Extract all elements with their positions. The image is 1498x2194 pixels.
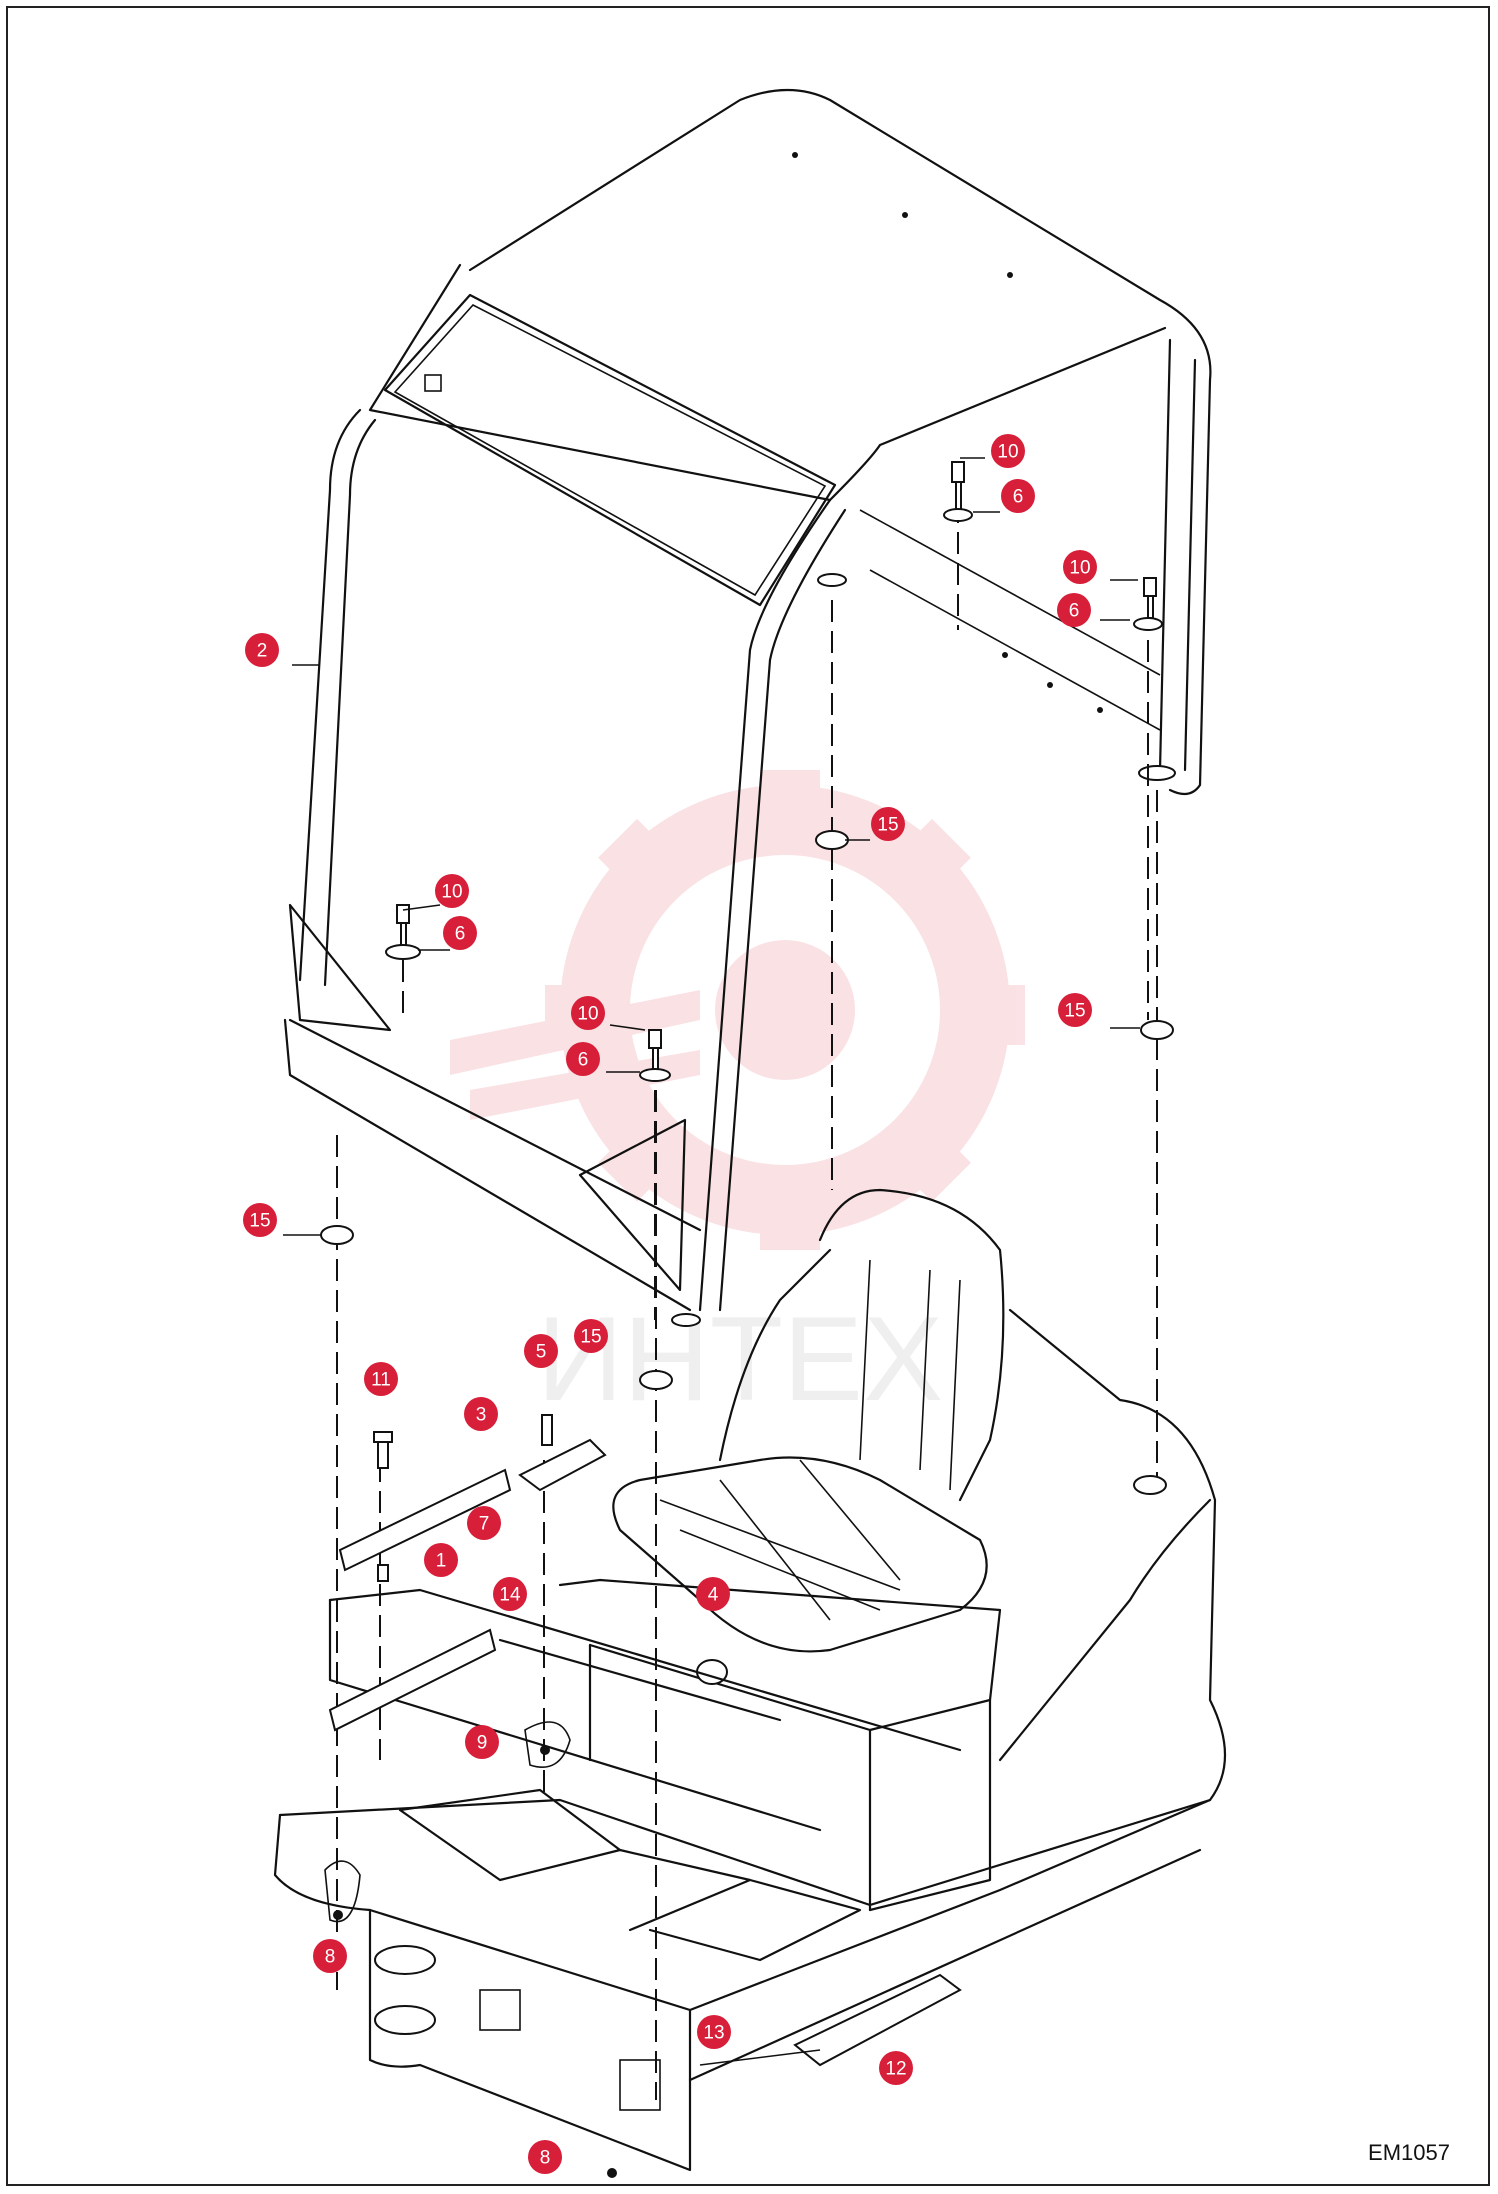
callout-label: 7 (479, 1514, 490, 1535)
callout-label: 2 (257, 641, 268, 662)
callout-label: 10 (997, 442, 1018, 463)
callout-c10c: 10 (435, 874, 469, 908)
callout-c13: 13 (697, 2015, 731, 2049)
callout-label: 6 (1069, 601, 1080, 622)
bolt-10c (396, 904, 410, 954)
callout-c10b: 10 (1063, 550, 1097, 584)
callout-c3: 3 (464, 1397, 498, 1431)
callout-label: 4 (708, 1585, 719, 1606)
callout-label: 5 (536, 1342, 547, 1363)
callout-label: 6 (578, 1050, 589, 1071)
callout-label: 9 (477, 1733, 488, 1754)
callout-c6c: 6 (443, 916, 477, 950)
callout-label: 6 (455, 924, 466, 945)
callout-label: 15 (580, 1327, 601, 1348)
callout-label: 8 (540, 2148, 551, 2169)
callout-label: 15 (877, 815, 898, 836)
callout-label: 10 (577, 1004, 598, 1025)
callout-c7: 7 (467, 1506, 501, 1540)
bolt-10b (1143, 577, 1157, 619)
callout-label: 15 (249, 1211, 270, 1232)
callout-c15d: 15 (574, 1319, 608, 1353)
callout-c15c: 15 (243, 1203, 277, 1237)
callout-c1: 1 (424, 1543, 458, 1577)
callout-c8a: 8 (313, 1939, 347, 1973)
callout-label: 15 (1064, 1001, 1085, 1022)
callout-c12: 12 (879, 2051, 913, 2085)
figure-code: EM1057 (1368, 2140, 1450, 2165)
callout-c6d: 6 (566, 1042, 600, 1076)
callout-label: 11 (371, 1370, 391, 1391)
callout-label: 10 (1069, 558, 1090, 579)
callout-c2: 2 (245, 633, 279, 667)
callout-label: 14 (499, 1585, 521, 1606)
callout-c15a: 15 (871, 807, 905, 841)
machine-frame (273, 1308, 1226, 2172)
assembly-lines (336, 470, 1158, 2100)
canopy (283, 88, 1212, 1327)
callout-c15b: 15 (1058, 993, 1092, 1027)
callout-c10d: 10 (571, 996, 605, 1030)
callout-c8b: 8 (528, 2140, 562, 2174)
callout-c9: 9 (465, 1725, 499, 1759)
callout-c10a: 10 (991, 434, 1025, 468)
bolts-and-washers (320, 461, 1174, 1495)
callout-label: 8 (325, 1947, 336, 1968)
callout-c5: 5 (524, 1334, 558, 1368)
callout-label: 12 (885, 2059, 906, 2080)
operator-seat (558, 1188, 1005, 1912)
svg-text:ИНТЕХ: ИНТЕХ (537, 1292, 943, 1426)
callout-c11: 11 (364, 1362, 398, 1396)
callout-label: 6 (1013, 487, 1024, 508)
callout-label: 13 (703, 2023, 724, 2044)
callout-label: 1 (436, 1551, 447, 1572)
callout-c14: 14 (493, 1577, 527, 1611)
leader-lines (283, 457, 1140, 1236)
callout-c6a: 6 (1001, 479, 1035, 513)
callout-label: 3 (476, 1405, 487, 1426)
watermark-logo: ИНТЕХ (450, 770, 1025, 1426)
callout-c6b: 6 (1057, 593, 1091, 627)
drawing-frame (6, 6, 1490, 2186)
callout-label: 10 (441, 882, 462, 903)
small-parts (324, 1414, 962, 2178)
callout-c4: 4 (696, 1577, 730, 1611)
bolt-10a (951, 461, 965, 511)
callout-layer: 2 10 6 10 6 15 10 6 10 6 15 15 15 5 11 3 7 1 14 4 9 8 13 12 8 (243, 434, 1097, 2174)
